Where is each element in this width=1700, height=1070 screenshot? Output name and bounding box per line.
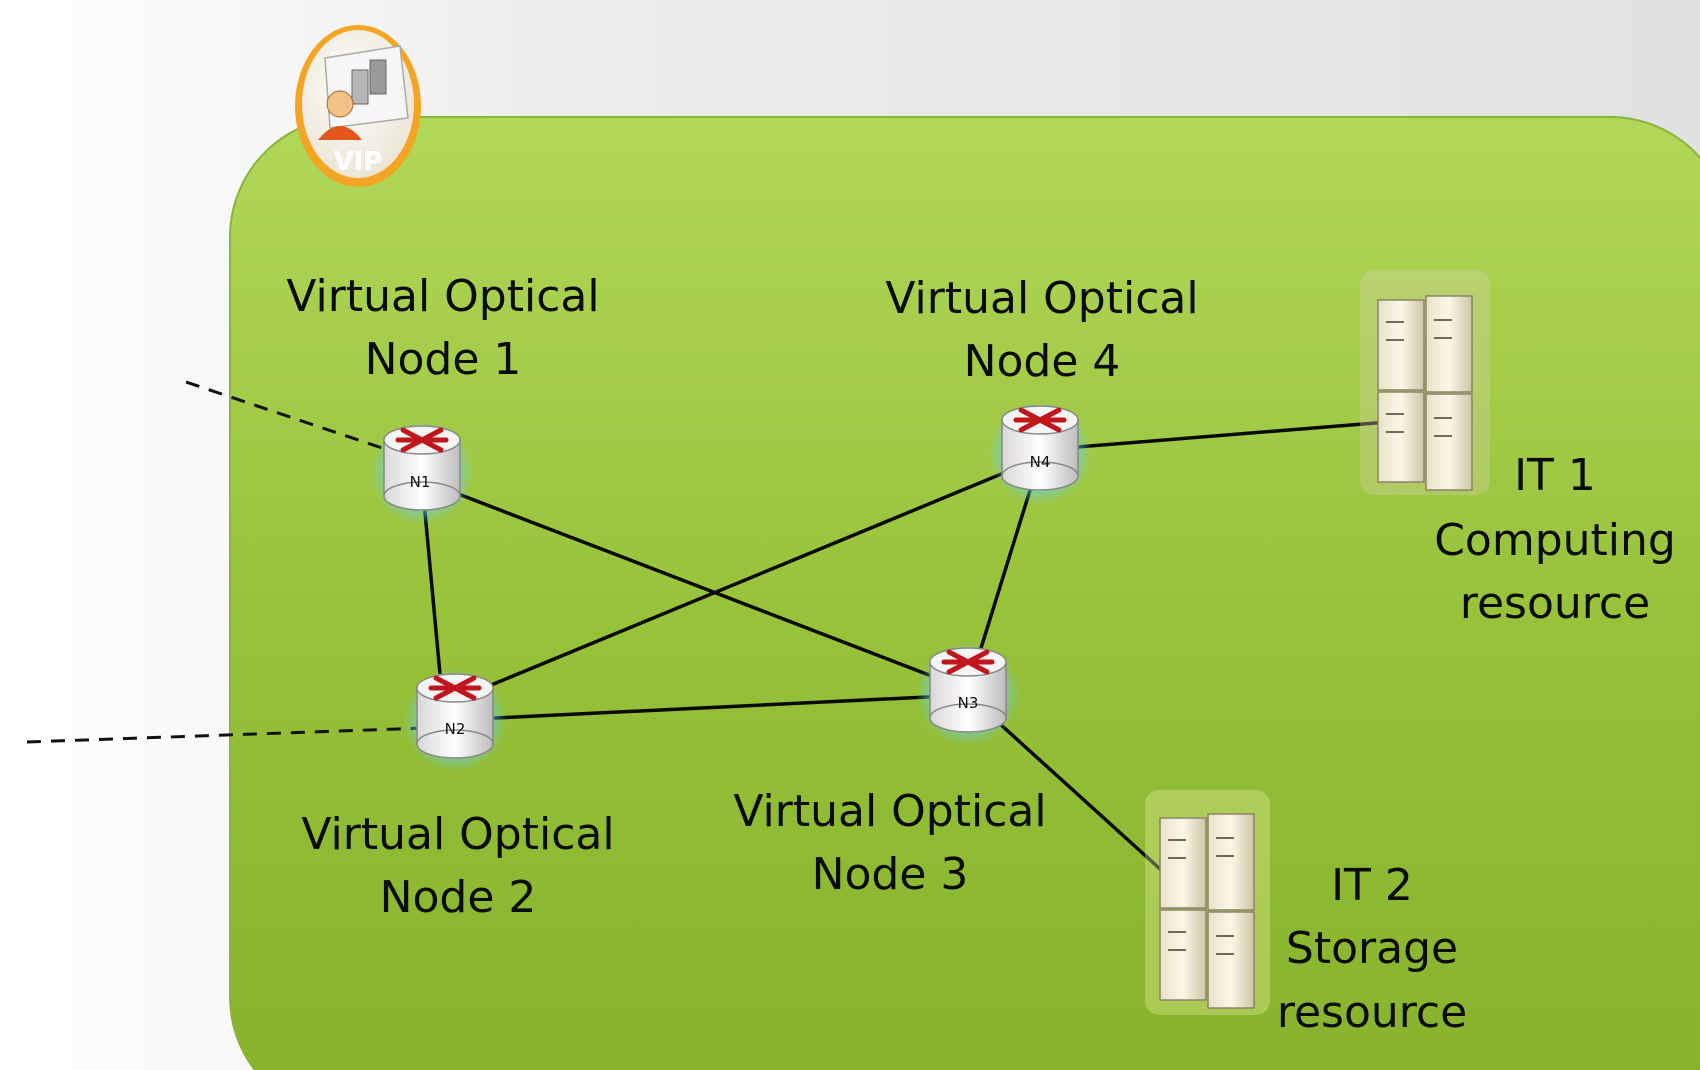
router-icon — [416, 673, 494, 759]
router-node-n1[interactable]: N1 — [370, 421, 474, 525]
svg-text:Node 2: Node 2 — [380, 872, 537, 923]
svg-text:Virtual Optical: Virtual Optical — [301, 809, 614, 860]
svg-text:Node 4: Node 4 — [964, 336, 1121, 387]
node-id-label: N1 — [410, 473, 431, 491]
node-1-label: Virtual Optical Node 1 — [286, 271, 599, 385]
svg-text:resource: resource — [1277, 987, 1467, 1038]
link-n2-n3 — [454, 693, 969, 722]
router-node-n4[interactable]: N4 — [988, 401, 1092, 505]
svg-text:IT 1: IT 1 — [1514, 450, 1596, 501]
external-link-dashed — [26, 726, 426, 744]
link-n1-n3 — [421, 478, 969, 692]
virtual-domain-area — [229, 116, 1700, 1070]
svg-text:Node 3: Node 3 — [812, 849, 969, 900]
node-id-label: N3 — [958, 694, 979, 712]
svg-text:Computing: Computing — [1434, 515, 1676, 566]
it1-label: IT 1 Computing resource — [1434, 450, 1676, 629]
server-icon — [351, 59, 387, 105]
vip-badge: VIP — [295, 25, 421, 187]
svg-text:Node 1: Node 1 — [365, 334, 522, 385]
router-node-n3[interactable]: N3 — [916, 642, 1020, 746]
svg-text:Virtual Optical: Virtual Optical — [885, 273, 1198, 324]
svg-text:Storage: Storage — [1286, 923, 1458, 974]
server-rack-icon — [1159, 813, 1255, 1009]
external-link-dashed — [185, 380, 389, 452]
router-node-n2[interactable]: N2 — [403, 668, 507, 772]
node-id-label: N4 — [1030, 453, 1051, 471]
vip-user-icon — [318, 90, 362, 140]
link-n4-it1 — [1039, 420, 1389, 452]
node-id-label: N2 — [445, 720, 466, 738]
link-n2-n4 — [454, 456, 1041, 702]
it2-server[interactable] — [1145, 790, 1270, 1015]
it2-label: IT 2 Storage resource — [1277, 860, 1467, 1038]
node-3-label: Virtual Optical Node 3 — [733, 786, 1046, 900]
router-icon — [383, 425, 461, 511]
vip-badge-text: VIP — [334, 147, 383, 177]
node-2-label: Virtual Optical Node 2 — [301, 809, 614, 923]
svg-text:IT 2: IT 2 — [1331, 860, 1413, 911]
it1-server[interactable] — [1360, 270, 1490, 495]
router-icon — [1001, 405, 1079, 491]
svg-text:resource: resource — [1460, 578, 1650, 629]
router-icon — [929, 647, 1007, 733]
svg-text:Virtual Optical: Virtual Optical — [733, 786, 1046, 837]
server-rack-icon — [1377, 295, 1473, 491]
svg-text:Virtual Optical: Virtual Optical — [286, 271, 599, 322]
node-4-label: Virtual Optical Node 4 — [885, 273, 1198, 387]
